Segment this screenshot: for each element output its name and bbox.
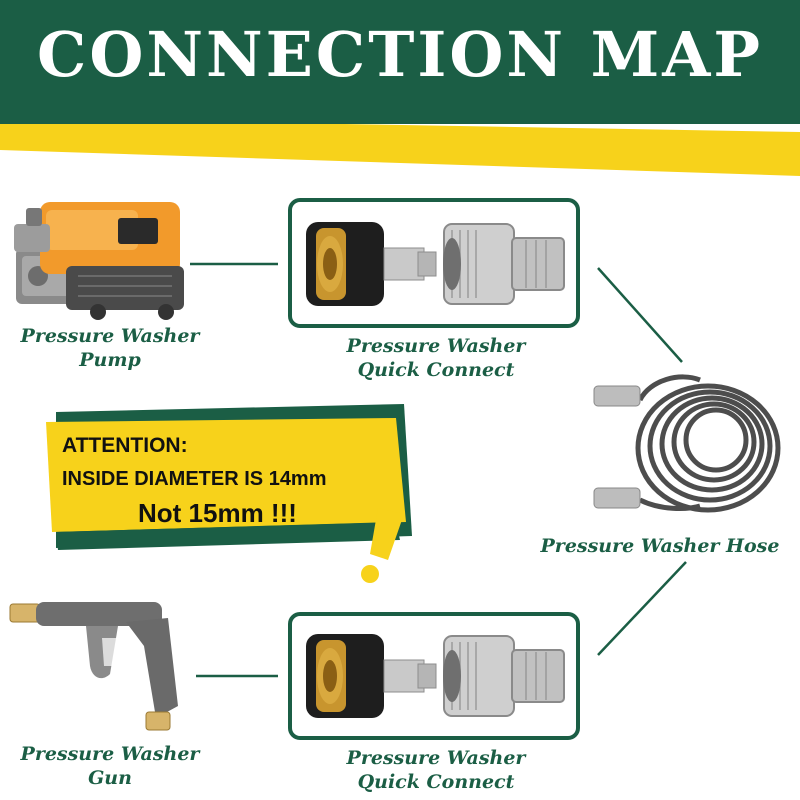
attention-heading: ATTENTION:	[62, 434, 188, 457]
gun-label-line1: Pressure Washer	[20, 743, 200, 765]
spray-gun-image	[6, 596, 196, 736]
line-qc-to-hose	[597, 267, 683, 363]
quick-connect-box-bottom	[288, 612, 580, 740]
qc-top-label-line2: Quick Connect	[357, 359, 515, 381]
exclamation-icon	[361, 508, 404, 583]
qc-top-label-line1: Pressure Washer	[346, 335, 526, 357]
attention-callout: ATTENTION: INSIDE DIAMETER IS 14mm Not 1…	[40, 400, 420, 600]
pump-image	[6, 196, 186, 322]
quick-connect-box-top	[288, 198, 580, 328]
pump-label-line2: Pump	[79, 349, 141, 371]
hose-image	[590, 360, 790, 530]
gun-label: Pressure Washer Gun	[0, 742, 220, 790]
qc-bottom-label-line1: Pressure Washer	[346, 747, 526, 769]
attention-line1: INSIDE DIAMETER IS 14mm	[62, 468, 327, 490]
page-title: CONNECTION MAP	[36, 18, 764, 91]
banner-background	[0, 0, 800, 176]
attention-line2: Not 15mm !!!	[138, 498, 297, 528]
quick-connect-coupler-image	[306, 634, 565, 718]
quick-connect-top-label: Pressure Washer Quick Connect	[316, 334, 556, 382]
quick-connect-coupler-image	[306, 222, 565, 306]
gun-label-line2: Gun	[88, 767, 132, 789]
hose-label: Pressure Washer Hose	[540, 535, 780, 557]
quick-connect-bottom-label: Pressure Washer Quick Connect	[316, 746, 556, 794]
line-hose-to-qc	[597, 561, 687, 656]
pump-label-line1: Pressure Washer	[20, 325, 200, 347]
pump-label: Pressure Washer Pump	[0, 324, 220, 372]
header-banner: CONNECTION MAP	[0, 0, 800, 178]
attention-badge-shape	[46, 404, 412, 550]
qc-bottom-label-line2: Quick Connect	[357, 771, 515, 793]
